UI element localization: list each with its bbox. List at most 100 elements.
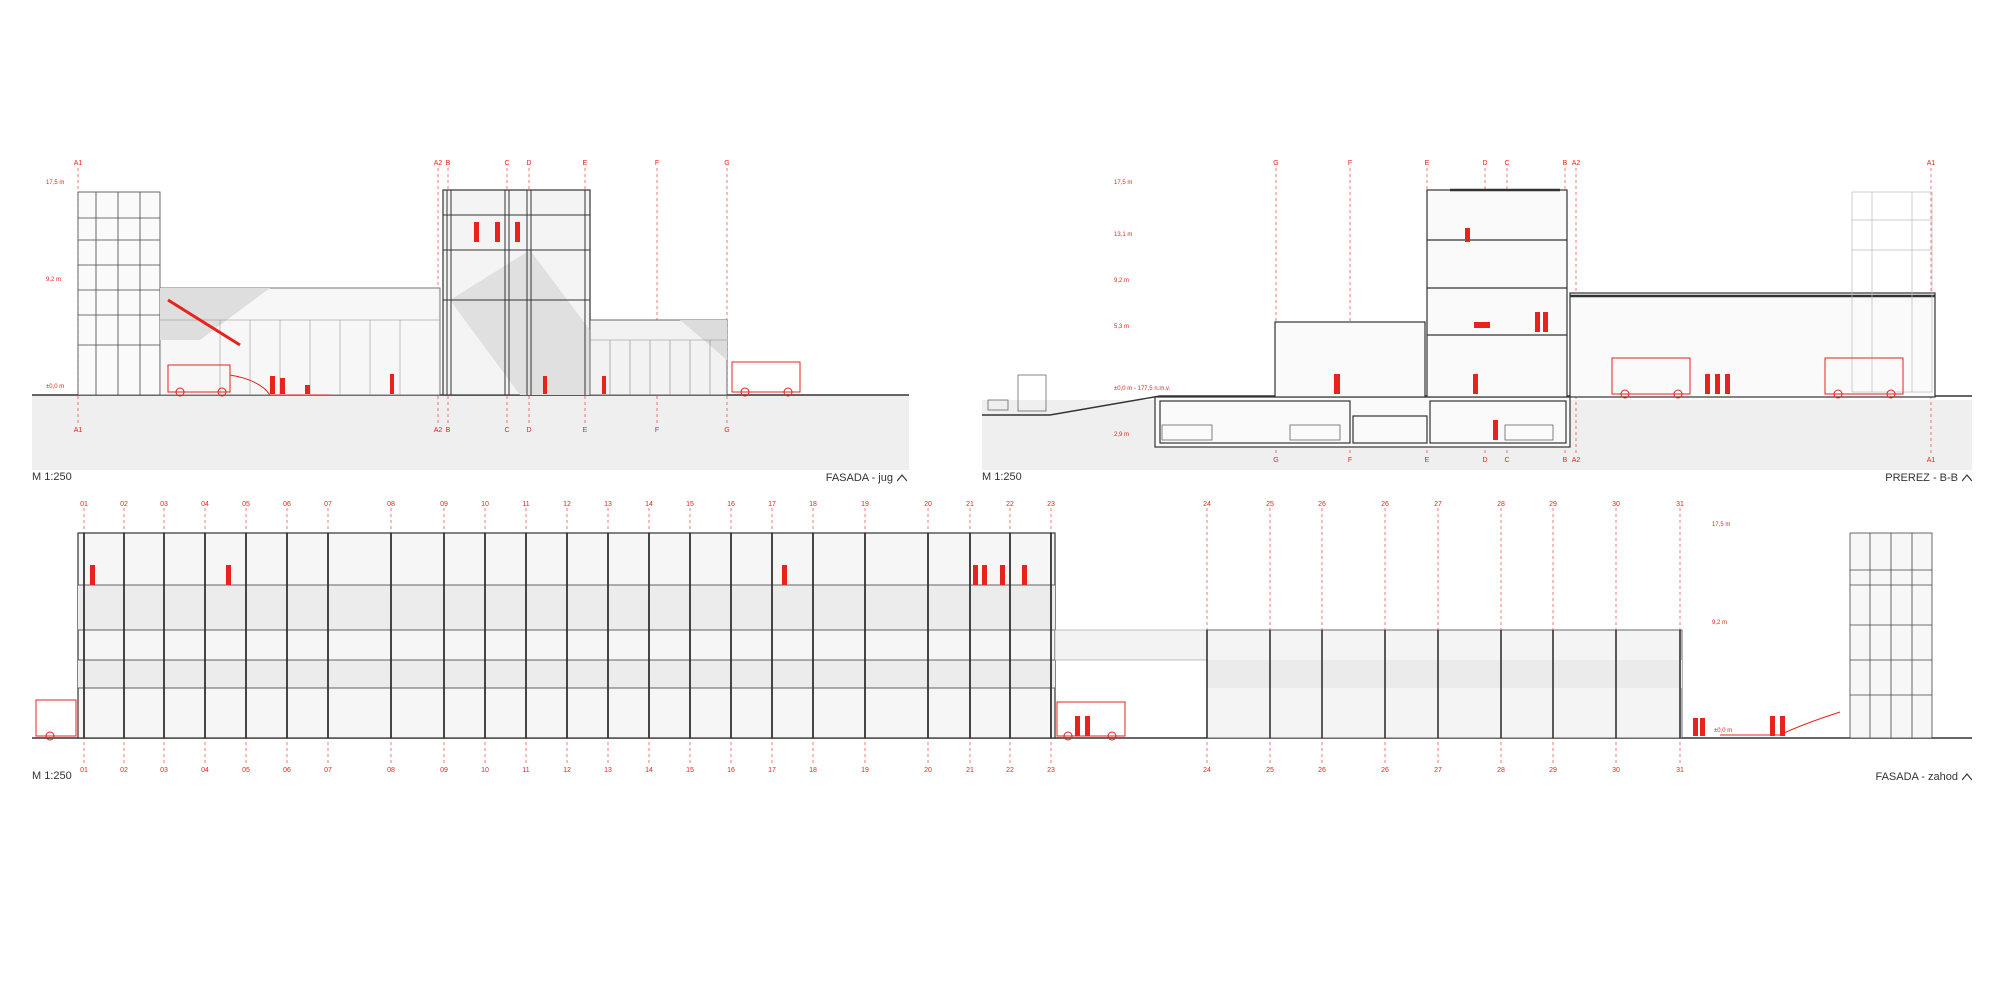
west-grid-label-bottom: 26 — [1318, 767, 1326, 774]
section-grid-label-bottom: D — [1482, 457, 1487, 464]
section-grid-label-bottom: B — [1563, 457, 1568, 464]
west-grid-label-bottom: 07 — [324, 767, 332, 774]
west-grid-label-bottom: 22 — [1006, 767, 1014, 774]
section-basement — [1154, 396, 1571, 448]
west-grid-label-top: 24 — [1203, 501, 1211, 508]
section-grid-label-top: B — [1563, 160, 1568, 167]
west-grid-label-bottom: 01 — [80, 767, 88, 774]
south-left-tower — [77, 191, 161, 396]
south-grid-label-top: A1 — [74, 160, 83, 167]
west-grid-label-top: 29 — [1549, 501, 1557, 508]
south-grid-label-bottom: E — [583, 427, 588, 434]
west-grid-label-bottom: 15 — [686, 767, 694, 774]
south-grid-label-bottom: A2 — [434, 427, 443, 434]
section-grid-label-bottom: C — [1504, 457, 1509, 464]
south-grid-label-bottom: D — [526, 427, 531, 434]
west-grid-label-bottom: 03 — [160, 767, 168, 774]
west-grid-label-top: 13 — [604, 501, 612, 508]
west-main-building — [77, 532, 1056, 739]
west-grid-label-bottom: 04 — [201, 767, 209, 774]
section-grid-label-top: C — [1504, 160, 1509, 167]
west-grid-label-top: 03 — [160, 501, 168, 508]
section-grid-label-top: A2 — [1572, 160, 1581, 167]
west-grid-label-top: 26 — [1318, 501, 1326, 508]
section-bb-drawing — [982, 168, 1972, 470]
west-grid-label-bottom: 14 — [645, 767, 653, 774]
elevation-marker-icon — [897, 474, 907, 482]
west-grid-label-bottom: 27 — [1434, 767, 1442, 774]
west-grid-label-top: 23 — [1047, 501, 1055, 508]
west-grid-label-top: 25 — [1266, 501, 1274, 508]
south-facade-title: FASADA - jug — [826, 471, 907, 484]
section-level-label: 5,3 m — [1114, 324, 1129, 330]
west-grid-label-top: 08 — [387, 501, 395, 508]
west-right-tower — [1849, 532, 1933, 739]
south-grid-label-top: C — [504, 160, 509, 167]
west-grid-label-top: 30 — [1612, 501, 1620, 508]
west-grid-label-bottom: 05 — [242, 767, 250, 774]
west-grid-label-bottom: 28 — [1497, 767, 1505, 774]
south-grid-label-top: D — [526, 160, 531, 167]
south-level-label: 9,2 m — [46, 277, 61, 283]
south-facade-drawing — [32, 168, 909, 470]
west-grid-label-bottom: 18 — [809, 767, 817, 774]
section-grid-label-top: E — [1425, 160, 1430, 167]
west-grid-label-top: 14 — [645, 501, 653, 508]
section-building — [1274, 188, 1936, 398]
south-red-figures — [167, 298, 801, 397]
south-grid-label-bottom: F — [655, 427, 659, 434]
section-level-label: 2,9 m — [1114, 432, 1129, 438]
west-grid-label-top: 26 — [1381, 501, 1389, 508]
west-grid-label-top: 28 — [1497, 501, 1505, 508]
section-grid-label-bottom: A1 — [1927, 457, 1936, 464]
south-grid-label-bottom: G — [724, 427, 729, 434]
west-grid-label-top: 12 — [563, 501, 571, 508]
south-facade-scale: M 1:250 — [32, 471, 72, 483]
west-grid-label-bottom: 11 — [522, 767, 529, 774]
west-grid-label-bottom: 16 — [727, 767, 735, 774]
west-red-people — [1075, 716, 1785, 736]
west-grid-label-top: 09 — [440, 501, 448, 508]
west-grid-label-bottom: 21 — [966, 767, 974, 774]
west-grid-label-top: 04 — [201, 501, 209, 508]
south-grid-label-bottom: A1 — [74, 427, 83, 434]
south-grid-label-top: A2 — [434, 160, 443, 167]
west-grid-label-top: 06 — [283, 501, 291, 508]
west-grid-label-top: 05 — [242, 501, 250, 508]
south-facade-title-text: FASADA - jug — [825, 472, 893, 484]
west-grid-label-bottom: 26 — [1381, 767, 1389, 774]
west-grid-label-top: 22 — [1006, 501, 1014, 508]
west-level-label: 9,2 m — [1712, 620, 1727, 626]
section-title: PREREZ - B-B — [1885, 471, 1972, 484]
south-grid-label-top: E — [583, 160, 588, 167]
west-grid-label-bottom: 24 — [1203, 767, 1211, 774]
west-level-label: 17,5 m — [1712, 522, 1730, 528]
section-level-label: 9,2 m — [1114, 278, 1129, 284]
west-grid-label-top: 11 — [522, 501, 529, 508]
west-grid-label-top: 19 — [861, 501, 869, 508]
west-grid-label-bottom: 30 — [1612, 767, 1620, 774]
west-grid-label-bottom: 08 — [387, 767, 395, 774]
west-level-label: ±0,0 m — [1714, 728, 1732, 734]
west-facade-scale: M 1:250 — [32, 770, 72, 782]
west-grid-label-top: 01 — [80, 501, 88, 508]
west-grid-label-top: 02 — [120, 501, 128, 508]
south-grid-label-bottom: C — [504, 427, 509, 434]
section-grid-label-top: G — [1273, 160, 1278, 167]
section-grey-vehicles — [987, 374, 1554, 441]
section-grid-label-bottom: G — [1273, 457, 1278, 464]
section-red-vehicles — [1611, 357, 1904, 399]
south-grid-label-top: G — [724, 160, 729, 167]
west-grid-label-bottom: 25 — [1266, 767, 1274, 774]
west-grid-label-bottom: 09 — [440, 767, 448, 774]
section-red-people — [1334, 228, 1730, 440]
west-grid-label-bottom: 13 — [604, 767, 612, 774]
section-scale: M 1:250 — [982, 471, 1022, 483]
section-title-text: PREREZ - B-B — [1885, 472, 1958, 484]
section-level-label: ±0,0 m - 177,5 n.m.v. — [1114, 386, 1171, 392]
west-grid-label-top: 18 — [809, 501, 817, 508]
section-grid-label-top: F — [1348, 160, 1352, 167]
west-facade-title: FASADA - zahod — [1875, 770, 1972, 783]
elevation-marker-icon — [1962, 773, 1972, 781]
west-grid-label-bottom: 12 — [563, 767, 571, 774]
